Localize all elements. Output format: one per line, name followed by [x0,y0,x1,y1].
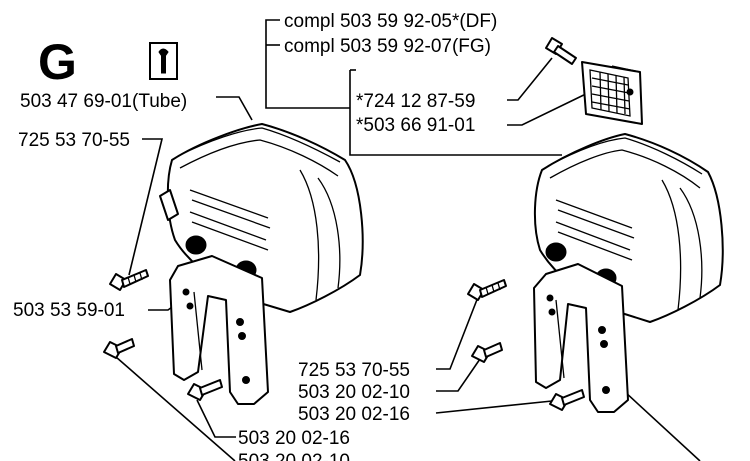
bolt-right-c [549,389,585,411]
screw-left-top-leader [128,138,164,276]
compl-fg-label: compl 503 59 92-07(FG) [284,36,491,57]
screw-right-a-label: 725 53 70-55 [298,360,410,381]
bolt-left-b [103,338,135,359]
bolt-right-b-label: 503 20 02-10 [298,382,410,403]
bolt-right-b [471,342,503,363]
bolt-left-a-label: 503 20 02-16 [238,428,350,449]
tube-label: 503 47 69-01(Tube) [20,91,187,112]
screen-holder-label: *503 66 91-01 [356,115,475,136]
section-letter: G [38,34,77,90]
spark-arrestor-screen [581,61,643,125]
header-bracket [265,19,562,156]
bracket-right [533,263,629,413]
screen-holder-leader [507,90,593,126]
bolt-left-b-leader [115,356,236,461]
bolt-left-b-label: 503 20 02-10 [238,451,350,461]
screw-left-top-label: 725 53 70-55 [18,130,130,151]
screen-leader [507,57,553,101]
bracket-left [169,255,269,405]
bolt-left-a [187,379,223,401]
screw-right-a-leader [436,296,479,370]
screw-right-a [467,279,507,301]
bolt-right-b-leader [436,358,481,392]
bolt-right-c-leader [435,400,553,414]
screen-screw [545,37,577,65]
bolt-right-c-label: 503 20 02-16 [298,404,410,425]
tube-leader [216,96,253,121]
screw-left-mid-label: 503 53 59-01 [13,300,125,321]
bolt-left-a-leader [196,399,236,438]
compl-df-label: compl 503 59 92-05*(DF) [284,11,497,32]
screw-left-top [109,269,149,291]
wrench-icon [149,42,178,80]
screen-label: *724 12 87-59 [356,91,475,112]
